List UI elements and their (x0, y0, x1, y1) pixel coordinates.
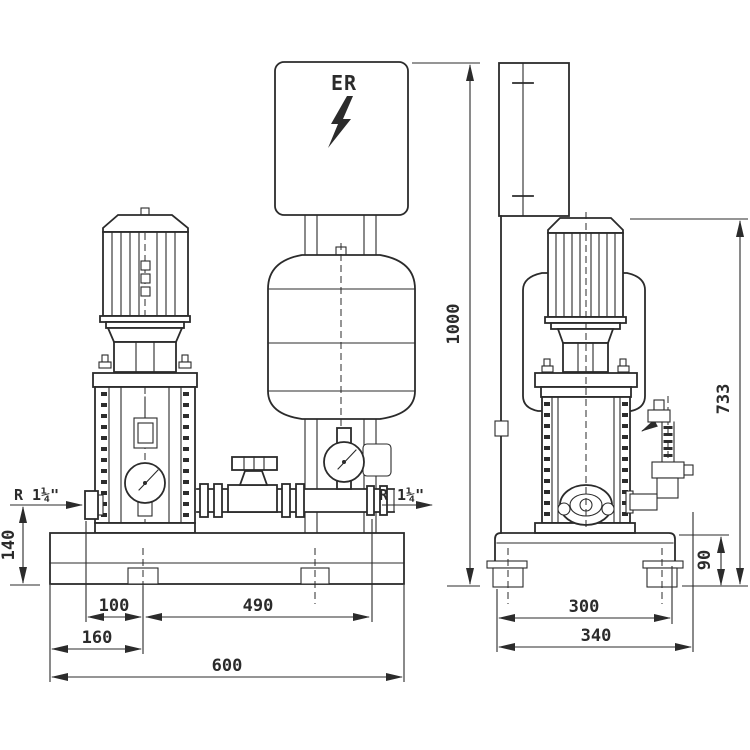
dim-600: 600 (51, 656, 403, 681)
motor-cap (102, 214, 189, 233)
expansion-tank (267, 243, 416, 432)
svg-text:1000: 1000 (444, 304, 464, 345)
dimension-lines: R 1¼" R 1¼" 140 1000 100 490 (0, 62, 748, 682)
pump-front (84, 207, 198, 534)
motor-fins (111, 232, 176, 316)
dim-340: 340 (498, 626, 692, 651)
pressure-switch (133, 417, 158, 449)
svg-text:140: 140 (0, 530, 19, 561)
dim-490: 490 (145, 596, 370, 621)
svg-text:340: 340 (581, 626, 612, 646)
lightning-bolt-icon (328, 96, 353, 148)
pump-side (534, 212, 638, 534)
dim-140: 140 (0, 506, 40, 586)
dim-100: 100 (87, 596, 142, 621)
strut-bracket (494, 420, 509, 437)
dim-160: 160 (51, 628, 142, 653)
svg-text:100: 100 (99, 596, 130, 616)
suction-connection-label: R 1¼" (14, 486, 59, 504)
svg-text:733: 733 (714, 384, 734, 415)
base-frame-front (49, 532, 405, 604)
pump-head-flange (92, 372, 198, 388)
svg-text:300: 300 (569, 597, 600, 617)
suction-flange (84, 490, 99, 520)
manifold-piping (196, 427, 395, 518)
svg-text:600: 600 (212, 656, 243, 676)
gauge-needle (138, 469, 159, 491)
pump-foot (94, 522, 196, 534)
side-view (486, 62, 694, 604)
control-box: ER (274, 61, 409, 216)
tank-pressure-switch (362, 443, 392, 477)
shutoff-valve-body (227, 484, 278, 513)
dim-300: 300 (498, 597, 671, 622)
svg-text:160: 160 (82, 628, 113, 648)
control-box-side (498, 62, 570, 217)
lantern (113, 341, 177, 373)
motor-stool (106, 327, 184, 343)
discharge-connection-label: R 1¼" (379, 486, 424, 504)
dim-1000: 1000 (412, 62, 480, 587)
sensor-fitting (625, 396, 694, 514)
motor-fins-side (555, 233, 616, 317)
dim-90: 90 (679, 534, 729, 586)
pointer-arrow-icon (641, 419, 658, 432)
base-frame-side (486, 532, 684, 604)
svg-text:490: 490 (243, 596, 274, 616)
svg-text:90: 90 (695, 550, 715, 570)
front-view: ER (49, 61, 416, 604)
control-box-label: ER (331, 71, 357, 95)
dim-733: 733 (630, 218, 748, 587)
